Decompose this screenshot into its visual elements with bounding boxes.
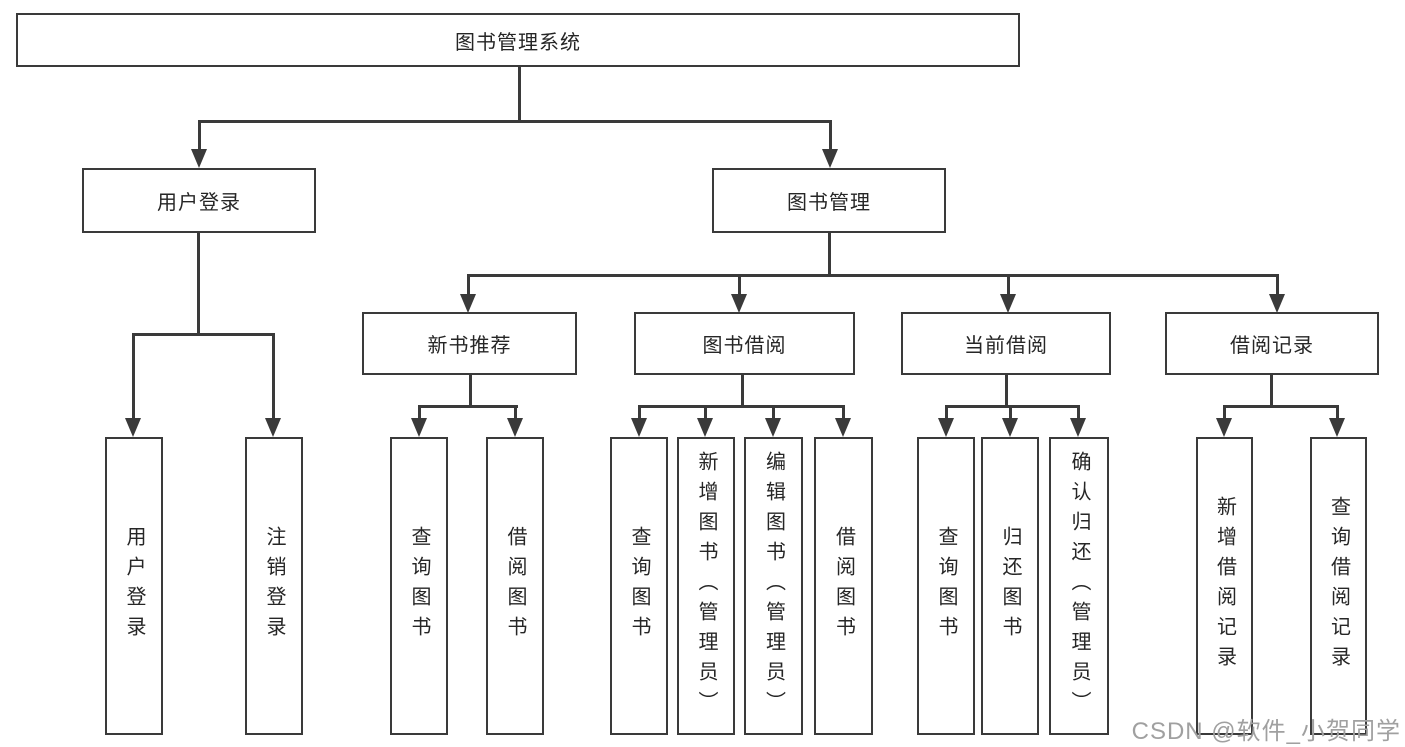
node-label: 图书管理系统	[455, 31, 581, 54]
connector-line	[132, 333, 135, 420]
connector-line	[638, 405, 845, 408]
arrow-down-icon	[765, 418, 781, 437]
arrow-down-icon	[631, 418, 647, 437]
connector-line	[638, 405, 641, 421]
leaf-add-borrow-record: 新增借阅记录	[1196, 437, 1253, 735]
leaf-query-books-borrowing: 查询图书	[610, 437, 668, 735]
connector-line	[1005, 375, 1008, 407]
leaf-query-books-current: 查询图书	[917, 437, 975, 735]
leaf-borrow-books-recommend: 借阅图书	[486, 437, 544, 735]
leaf-query-books-recommend: 查询图书	[390, 437, 448, 735]
arrow-down-icon	[1070, 418, 1086, 437]
arrow-down-icon	[938, 418, 954, 437]
leaf-query-borrow-record: 查询借阅记录	[1310, 437, 1367, 735]
connector-line	[418, 405, 421, 421]
connector-line	[945, 405, 1080, 408]
leaf-label: 新增图书（管理员）	[695, 451, 717, 721]
connector-line	[467, 274, 470, 296]
arrow-down-icon	[265, 418, 281, 437]
leaf-label: 编辑图书（管理员）	[762, 451, 785, 721]
node-current-borrowing: 当前借阅	[901, 312, 1111, 375]
arrow-down-icon	[822, 149, 838, 168]
connector-line	[467, 274, 1279, 277]
node-borrowing-records: 借阅记录	[1165, 312, 1379, 375]
connector-line	[704, 405, 707, 421]
node-label: 新书推荐	[427, 335, 512, 357]
connector-line	[514, 405, 517, 421]
leaf-logout-login: 注销登录	[245, 437, 303, 735]
connector-line	[828, 233, 831, 276]
leaf-return-books: 归还图书	[981, 437, 1039, 735]
node-book-borrowing: 图书借阅	[634, 312, 855, 375]
arrow-down-icon	[1269, 294, 1285, 313]
leaf-add-books-admin: 新增图书（管理员）	[677, 437, 735, 735]
arrow-down-icon	[507, 418, 523, 437]
leaf-edit-books-admin: 编辑图书（管理员）	[744, 437, 803, 735]
connector-line	[738, 274, 741, 296]
connector-line	[741, 375, 744, 407]
node-new-book-recommendation: 新书推荐	[362, 312, 577, 375]
leaf-user-login: 用户登录	[105, 437, 163, 735]
arrow-down-icon	[1329, 418, 1345, 437]
connector-line	[1007, 274, 1010, 296]
node-library-system: 图书管理系统	[16, 13, 1020, 67]
arrow-down-icon	[1216, 418, 1232, 437]
leaf-confirm-return-admin: 确认归还（管理员）	[1049, 437, 1109, 735]
connector-line	[198, 120, 201, 151]
connector-line	[829, 120, 832, 151]
node-label: 图书管理	[787, 192, 871, 214]
arrow-down-icon	[125, 418, 141, 437]
connector-line	[945, 405, 948, 421]
connector-line	[842, 405, 845, 421]
leaf-label: 归还图书	[999, 526, 1021, 646]
leaf-label: 查询借阅记录	[1327, 496, 1350, 676]
arrow-down-icon	[1000, 294, 1016, 313]
connector-line	[1009, 405, 1012, 421]
leaf-label: 查询图书	[408, 526, 430, 646]
node-label: 当前借阅	[964, 335, 1048, 357]
connector-line	[1336, 405, 1339, 421]
leaf-label: 用户登录	[123, 526, 145, 646]
connector-line	[1077, 405, 1080, 421]
leaf-label: 查询图书	[628, 526, 650, 646]
node-user-login: 用户登录	[82, 168, 316, 233]
arrow-down-icon	[191, 149, 207, 168]
arrow-down-icon	[731, 294, 747, 313]
connector-line	[418, 405, 518, 408]
node-book-management: 图书管理	[712, 168, 946, 233]
connector-line	[518, 67, 521, 122]
arrow-down-icon	[411, 418, 427, 437]
leaf-label: 新增借阅记录	[1213, 496, 1236, 676]
arrow-down-icon	[835, 418, 851, 437]
leaf-borrow-books: 借阅图书	[814, 437, 873, 735]
arrow-down-icon	[460, 294, 476, 313]
connector-line	[772, 405, 775, 421]
connector-line	[1223, 405, 1338, 408]
connector-line	[272, 333, 275, 420]
leaf-label: 借阅图书	[504, 526, 526, 646]
arrow-down-icon	[697, 418, 713, 437]
connector-line	[1270, 375, 1273, 407]
connector-line	[1276, 274, 1279, 296]
watermark: CSDN @软件_小贺同学	[1131, 718, 1401, 745]
node-label: 图书借阅	[702, 335, 787, 357]
leaf-label: 确认归还（管理员）	[1068, 451, 1090, 721]
leaf-label: 注销登录	[263, 526, 285, 646]
connector-line	[197, 233, 200, 335]
connector-line	[1223, 405, 1226, 421]
node-label: 借阅记录	[1230, 335, 1314, 357]
leaf-label: 查询图书	[935, 526, 957, 646]
connector-line	[469, 375, 472, 407]
connector-line	[198, 120, 832, 123]
node-label: 用户登录	[157, 192, 241, 214]
leaf-label: 借阅图书	[832, 526, 855, 646]
arrow-down-icon	[1002, 418, 1018, 437]
connector-line	[132, 333, 275, 336]
